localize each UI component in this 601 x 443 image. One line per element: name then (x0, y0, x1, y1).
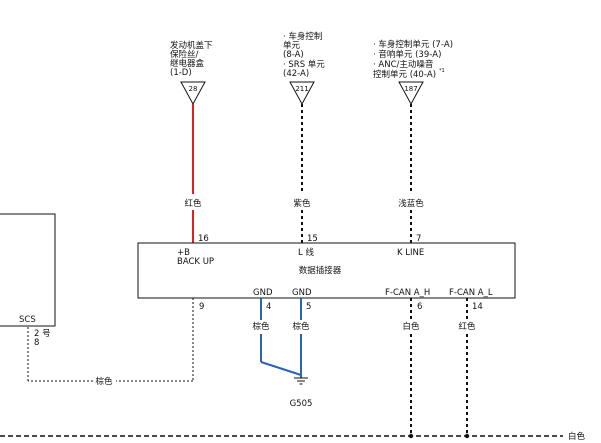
source-fuse-box-line-3: 继电器盒 (170, 58, 205, 69)
footnote-superscript: *1 (439, 68, 445, 74)
source-body-control-srs: · 车身控制 单元 (8-A) · SRS 单元 (42-A) 211 (283, 31, 325, 106)
scs-box (0, 213, 56, 327)
connector-title: 数据插接器 (299, 265, 342, 276)
scs-label: SCS (19, 315, 36, 325)
bottom-bus-label: 白色 (568, 431, 586, 442)
scs-pin-number: 8 (34, 338, 39, 348)
pin-14-label: F-CAN A_L (449, 288, 493, 298)
pin-16-label-2: BACK UP (177, 257, 214, 267)
pin-5-label: GND (292, 288, 312, 298)
pin-16-number: 16 (198, 234, 209, 244)
ground-icon (294, 377, 308, 385)
pin-number-211: 211 (295, 85, 308, 93)
source-bcm-audio-line-4: 控制单元 (40-A) (373, 69, 436, 80)
scs-pin-label: 2 号 (34, 329, 51, 339)
wire-label-pin4: 棕色 (252, 321, 270, 332)
wire-pin4-to-ground (260, 361, 302, 376)
pin-number-28: 28 (189, 85, 198, 93)
pin-7-number: 7 (416, 234, 421, 244)
data-link-connector (137, 242, 516, 299)
pin-6-number: 6 (417, 302, 422, 312)
source-bcm-srs-line-4: · SRS 单元 (283, 59, 325, 70)
pin-triangle-211 (289, 81, 315, 106)
pin-4-label: GND (253, 288, 273, 298)
wire-label-red: 红色 (184, 198, 202, 209)
wire-label-purple: 紫色 (293, 198, 311, 209)
pin-5-number: 5 (306, 302, 311, 312)
source-fuse-box-line-1: 发动机盖下 (170, 40, 213, 51)
pin-4-number: 4 (266, 302, 271, 312)
pin-number-187: 187 (404, 85, 417, 93)
wire-label-pin14: 红色 (458, 321, 476, 332)
pin-triangle-28 (180, 81, 206, 106)
pin-15-label: L 线 (298, 247, 314, 258)
wire-label-pin5: 棕色 (292, 321, 310, 332)
pin-16-label: +B (177, 248, 190, 258)
source-bcm-audio-anc: · 车身控制单元 (7-A) · 音响单元 (39-A) · ANC/主动噪音 … (373, 39, 453, 106)
source-bcm-srs-line-1: · 车身控制 (283, 31, 322, 42)
pin-14-number: 14 (472, 302, 483, 312)
pin-triangle-187 (398, 81, 424, 106)
pin-15-number: 15 (307, 234, 318, 244)
source-bcm-audio-line-3: · ANC/主动噪音 (373, 59, 434, 70)
source-bcm-audio-line-2: · 音响单元 (39-A) (373, 49, 441, 60)
pin-9-number: 9 (199, 302, 204, 312)
source-bcm-srs-line-3: (8-A) (283, 50, 304, 60)
pin-7-label: K LINE (397, 248, 424, 258)
wire-label-scs-brown: 棕色 (95, 376, 113, 387)
source-bcm-audio-line-1: · 车身控制单元 (7-A) (373, 39, 453, 50)
source-fuse-box-line-4: (1-D) (170, 68, 192, 78)
ground-label: G505 (290, 399, 313, 409)
source-fuse-box-line-2: 保险丝/ (170, 49, 199, 60)
wire-label-light-blue: 浅蓝色 (398, 198, 424, 209)
wire-label-pin6: 白色 (402, 321, 420, 332)
source-bcm-srs-line-2: 单元 (283, 40, 301, 51)
pin-6-label: F-CAN A_H (385, 288, 430, 298)
source-fuse-box: 发动机盖下 保险丝/ 继电器盒 (1-D) 28 (170, 40, 213, 106)
source-bcm-srs-line-5: (42-A) (283, 69, 309, 79)
